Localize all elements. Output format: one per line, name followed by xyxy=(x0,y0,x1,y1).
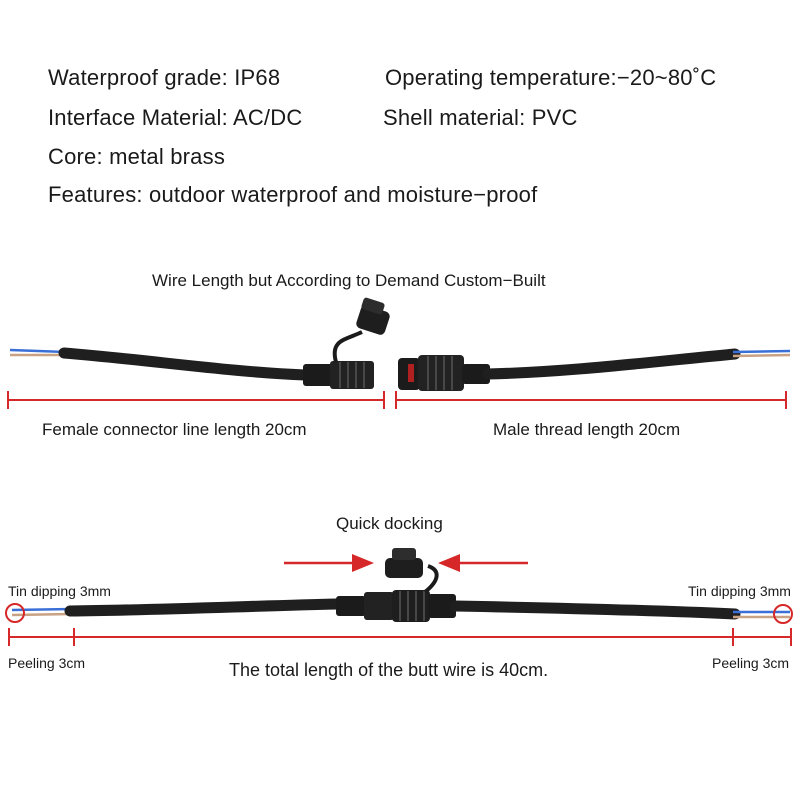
tin-dipping-right-label: Tin dipping 3mm xyxy=(688,583,791,599)
peeling-left-dimension xyxy=(8,628,75,646)
docked-connector-cable xyxy=(11,548,790,622)
peeling-right-label: Peeling 3cm xyxy=(712,655,790,671)
spec-shell-material: Shell material: PVC xyxy=(383,105,578,130)
tin-dipping-left-label: Tin dipping 3mm xyxy=(8,583,111,599)
total-length-label: The total length of the butt wire is 40c… xyxy=(229,660,549,680)
male-connector-cable xyxy=(398,348,791,391)
spec-waterproof-grade: Waterproof grade: IP68 xyxy=(48,65,281,90)
peeling-left-label: Peeling 3cm xyxy=(8,655,86,671)
spec-operating-temperature: Operating temperature:−20~80˚C xyxy=(385,65,717,90)
female-length-label: Female connector line length 20cm xyxy=(42,420,307,439)
male-dimension-line xyxy=(395,391,787,409)
female-connector-cable xyxy=(9,297,390,389)
spec-features: Features: outdoor waterproof and moistur… xyxy=(48,182,538,207)
male-length-label: Male thread length 20cm xyxy=(493,420,681,439)
peeling-right-dimension xyxy=(732,628,792,646)
female-dimension-line xyxy=(7,391,385,409)
tin-dipping-right-marker xyxy=(773,604,793,624)
spec-interface-material: Interface Material: AC/DC xyxy=(48,105,303,130)
tin-dipping-left-marker xyxy=(5,603,25,623)
quick-docking-label: Quick docking xyxy=(336,514,443,533)
custom-length-caption: Wire Length but According to Demand Cust… xyxy=(152,271,546,290)
docking-arrows xyxy=(284,554,528,572)
spec-core: Core: metal brass xyxy=(48,144,226,169)
